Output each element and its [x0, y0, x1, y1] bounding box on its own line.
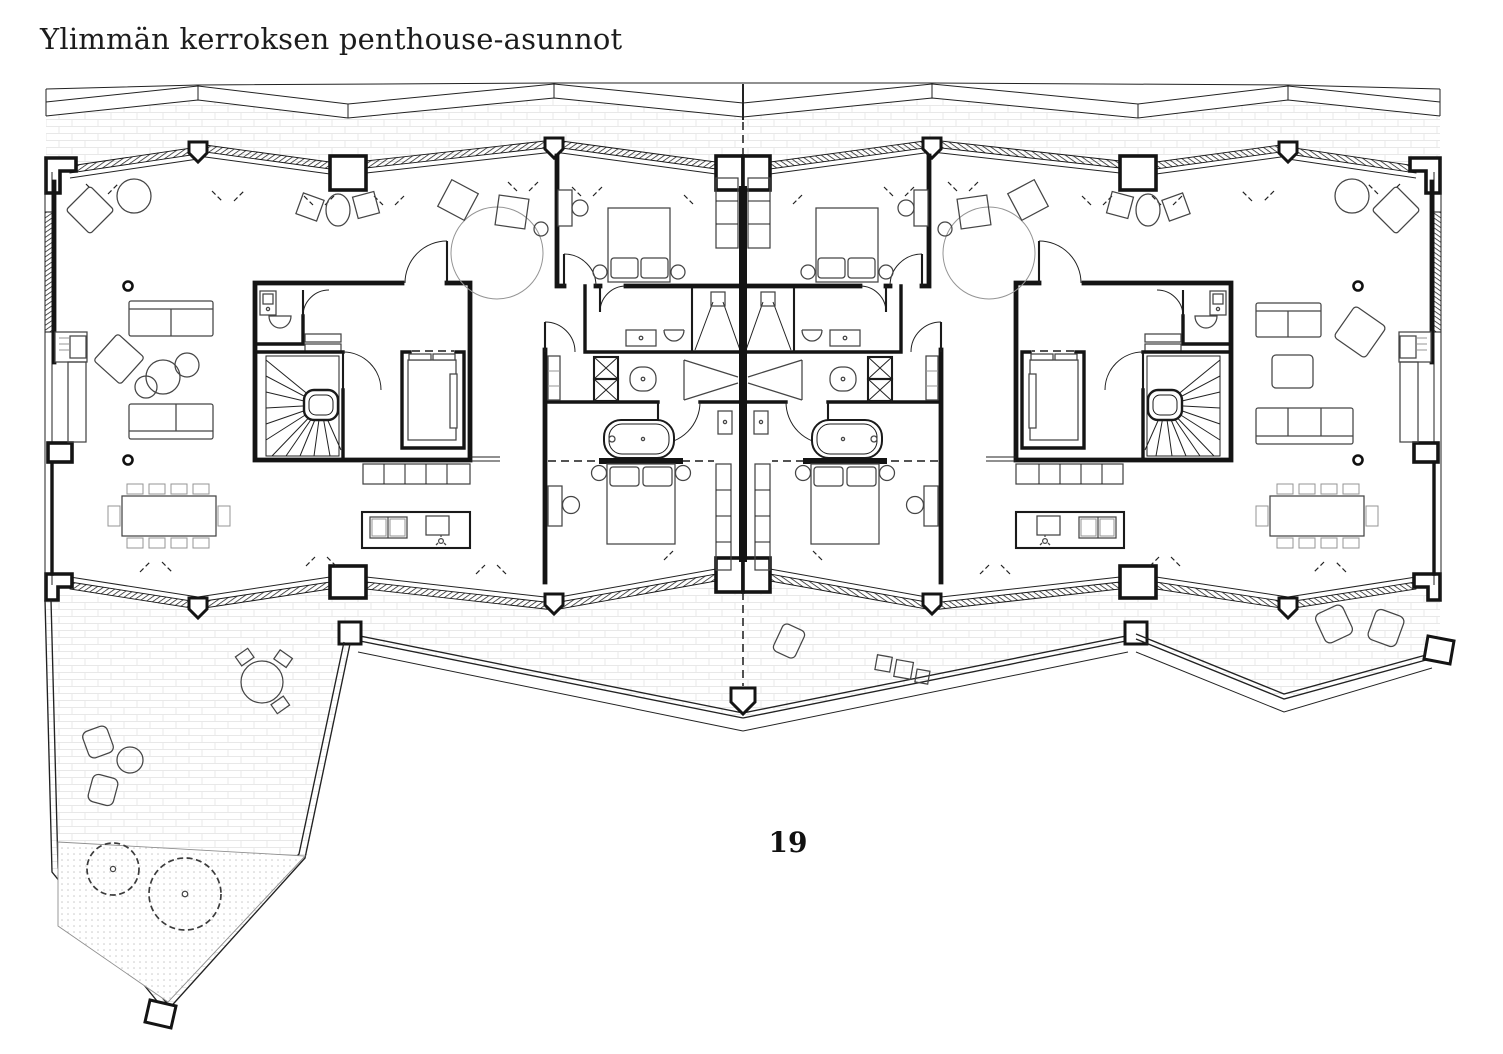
page-title: Ylimmän kerroksen penthouse-asunnot	[40, 22, 623, 56]
roof-outline	[45, 82, 1441, 120]
terrace-railing-right	[1135, 633, 1456, 713]
page-number: 19	[768, 826, 808, 859]
tree	[148, 857, 222, 931]
terrace-furniture	[772, 604, 1405, 685]
living-room-left	[66, 178, 549, 440]
lounge-chairs	[82, 725, 144, 807]
terrace-garden	[44, 599, 351, 1030]
party-wall	[729, 122, 757, 717]
terrace-table-set	[234, 647, 294, 715]
tree	[86, 842, 140, 896]
living-room-right	[937, 178, 1420, 445]
